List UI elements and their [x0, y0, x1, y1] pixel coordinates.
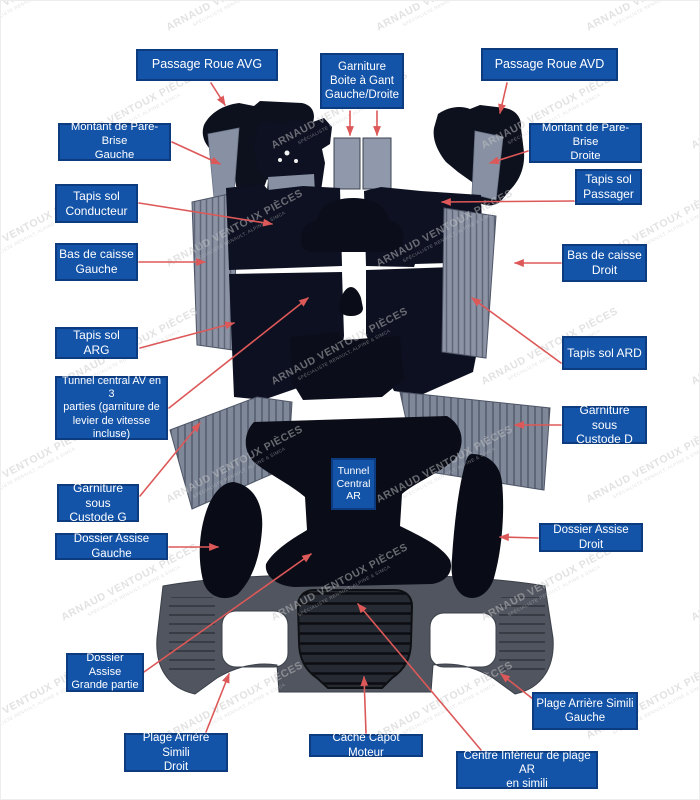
centre-inferieur-plage-ar-label: Centre Inférieur de plage AR en simili [456, 750, 598, 790]
arrow-montant-pare-brise-droite [489, 150, 529, 165]
part-front-tunnel-top [300, 198, 404, 252]
cache-capot-moteur-label: Cache Capot Moteur [309, 732, 423, 759]
garniture-sous-custode-g-label: Garniture sous Custode G [57, 481, 139, 524]
arrow-tunnel-central-av [168, 297, 309, 409]
arrow-montant-pare-brise-gauche [171, 141, 221, 165]
part-gear-lever-trim [339, 287, 363, 316]
dossier-assise-gauche-label: Dossier Assise Gauche [55, 533, 168, 560]
arrow-tapis-sol-arg [139, 321, 236, 349]
part-seat-back-left [199, 482, 263, 599]
part-sill-right [441, 207, 497, 359]
part-rear-shelf-ribs-right [499, 597, 545, 677]
garniture-boite-a-gant-label: Garniture Boite à Gant Gauche/Droite [320, 53, 404, 109]
part-front-tunnel-lower [290, 332, 404, 400]
firewall-hole [294, 159, 298, 163]
arrow-dossier-assise-droit [498, 533, 539, 542]
arrow-garniture-sous-custode-g [139, 422, 201, 497]
bas-de-caisse-gauche-label: Bas de caisse Gauche [55, 243, 138, 281]
arrow-passage-roue-avd [498, 82, 508, 115]
firewall-hole [278, 158, 282, 162]
passage-roue-avd-label: Passage Roue AVD [481, 48, 618, 81]
tapis-sol-arg-label: Tapis sol ARG [55, 327, 138, 359]
part-windshield-pillar-right [471, 130, 504, 201]
arrow-tapis-sol-conducteur [138, 202, 274, 227]
tapis-sol-passager-label: Tapis sol Passager [575, 169, 642, 205]
part-engine-cover [296, 589, 414, 689]
firewall-hole [284, 150, 290, 156]
montant-pare-brise-droite-label: Montant de Pare-Brise Droite [529, 122, 642, 163]
plage-arriere-simili-droit-label: Plage Arrière Simili Droit [124, 732, 228, 773]
tunnel-central-ar-label: Tunnel Central AR [331, 458, 376, 510]
part-glovebox-trim-left [333, 137, 361, 190]
bas-de-caisse-droit-label: Bas de caisse Droit [562, 244, 647, 282]
tapis-sol-conducteur-label: Tapis sol Conducteur [55, 184, 138, 223]
arrow-plage-arriere-simili-gauche [500, 673, 534, 700]
tunnel-central-av-label: Tunnel central AV en 3 parties (garnitur… [55, 375, 168, 440]
arrow-dossier-assise-grande-partie [143, 553, 312, 673]
arrow-centre-inferieur-plage-ar [357, 603, 482, 751]
arrow-passage-roue-avg [210, 82, 226, 106]
montant-pare-brise-gauche-label: Montant de Pare-Brise Gauche [58, 121, 171, 161]
arrow-cache-capot-moteur [360, 675, 369, 734]
arrow-tapis-sol-passager [440, 197, 575, 206]
tapis-sol-ard-label: Tapis sol ARD [562, 336, 647, 370]
dossier-assise-droit-label: Dossier Assise Droit [539, 523, 643, 552]
plage-arriere-simili-gauche-label: Plage Arrière Simili Gauche [532, 692, 638, 730]
part-glovebox-trim-right [362, 137, 392, 190]
arrow-plage-arriere-simili-droit [205, 673, 230, 733]
dossier-assise-grande-partie-label: Dossier Assise Grande partie [66, 652, 144, 692]
garniture-sous-custode-d-label: Garniture sous Custode D [562, 403, 647, 446]
part-seat-back-right [451, 454, 504, 598]
passage-roue-avg-label: Passage Roue AVG [136, 49, 278, 81]
arrow-tapis-sol-ard [471, 297, 562, 364]
part-rear-shelf-ribs-left [169, 597, 215, 677]
